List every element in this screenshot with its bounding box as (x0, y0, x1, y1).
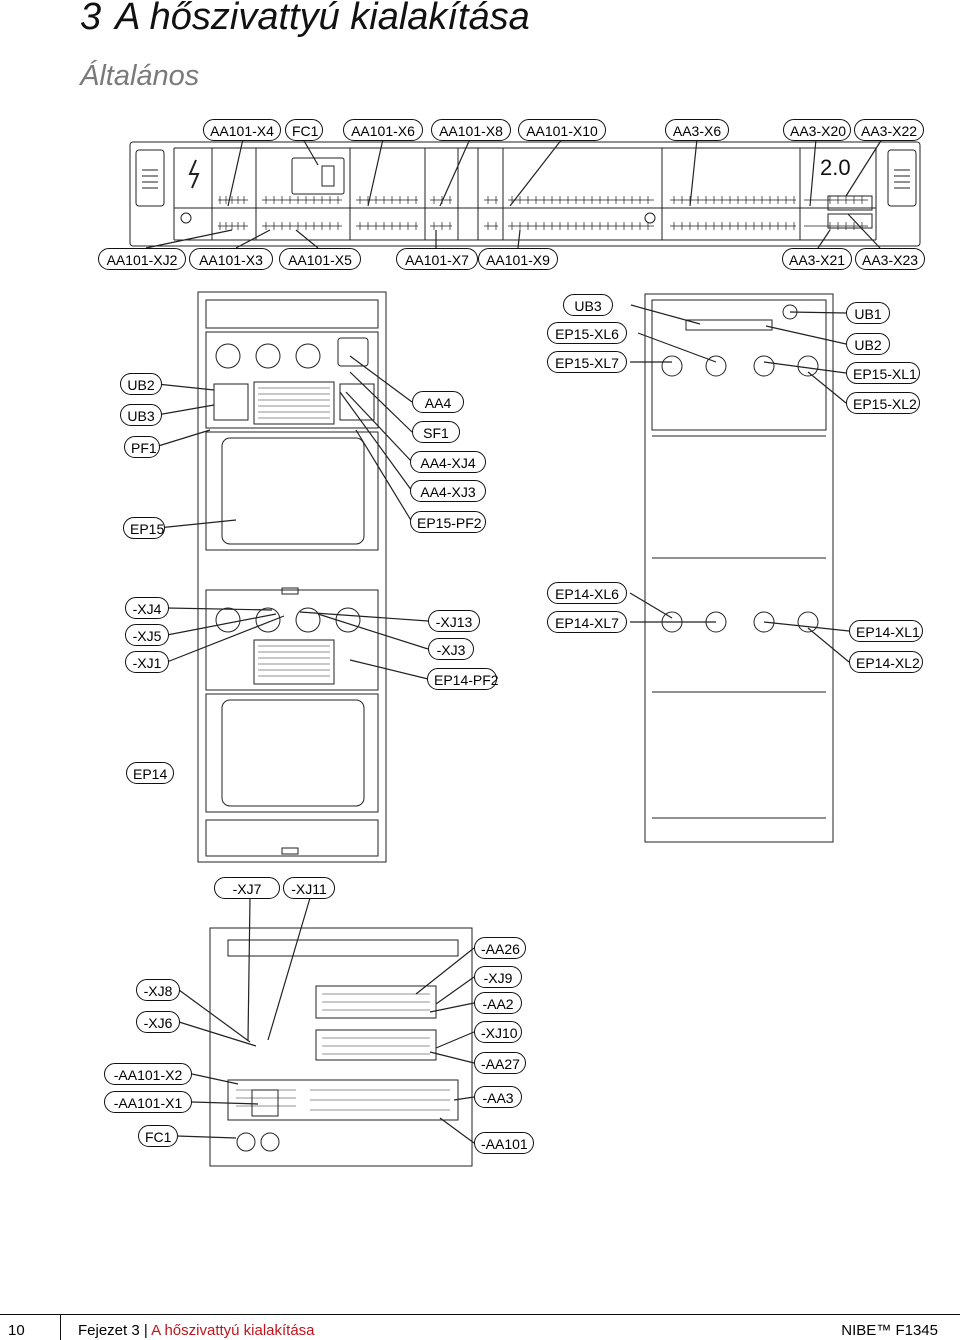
label-aa3-x22: AA3-X22 (854, 119, 924, 141)
label-xj4: -XJ4 (125, 597, 169, 619)
label-aa3-x23: AA3-X23 (855, 248, 925, 270)
front-cabinet (197, 291, 387, 863)
label-ep15-xl1: EP15-XL1 (846, 362, 920, 384)
label-xj11: -XJ11 (283, 877, 335, 899)
footer-brand: NIBE™ F1345 (841, 1322, 938, 1339)
back-cabinet (644, 293, 834, 843)
label-pf1: PF1 (124, 436, 160, 458)
label-xj6: -XJ6 (136, 1011, 180, 1033)
board-aa27 (315, 1029, 437, 1061)
electrical-box (209, 927, 473, 1167)
technical-drawing: 2.0 (129, 138, 921, 1167)
footer-chapter-title: A hőszivattyú kialakítása (151, 1322, 315, 1339)
label-aa101-xj2: AA101-XJ2 (98, 248, 186, 270)
label-ep15-pf2: EP15-PF2 (410, 511, 486, 533)
label-fc1-electrical: FC1 (138, 1125, 178, 1147)
label-aa101-x10: AA101-X10 (518, 119, 606, 141)
label-aa4: AA4 (412, 391, 464, 413)
label-ep14-xl2: EP14-XL2 (849, 651, 923, 673)
label-xj5: -XJ5 (125, 624, 169, 646)
label-sf1: SF1 (412, 421, 460, 443)
label-aa101-x8: AA101-X8 (431, 119, 511, 141)
label-aa101-x7: AA101-X7 (396, 248, 478, 270)
label-aa101-x5: AA101-X5 (279, 248, 361, 270)
chapter-number: 3 (80, 0, 102, 38)
board-aa26 (315, 985, 437, 1019)
label-aa26: -AA26 (474, 937, 526, 959)
label-aa101: -AA101 (474, 1132, 534, 1154)
page-footer: 10 Fejezet 3 | A hőszivattyú kialakítása… (0, 1314, 960, 1340)
label-xj9: -XJ9 (474, 966, 522, 988)
footer-chapter-prefix: Fejezet 3 | (78, 1322, 148, 1339)
label-aa3-x21: AA3-X21 (782, 248, 852, 270)
label-ub3-front: UB3 (120, 404, 162, 426)
label-ub3-back: UB3 (563, 294, 613, 316)
label-aa3-x6: AA3-X6 (665, 119, 729, 141)
section-subtitle: Általános (80, 60, 200, 92)
label-ub2-front: UB2 (120, 373, 162, 395)
label-xj1: -XJ1 (125, 651, 169, 673)
label-ep15-xl6: EP15-XL6 (547, 322, 627, 344)
label-aa4-xj3: AA4-XJ3 (410, 480, 486, 502)
label-xj3: -XJ3 (428, 638, 474, 660)
label-ub1: UB1 (846, 302, 890, 324)
label-aa4-xj4: AA4-XJ4 (410, 451, 486, 473)
footer-chapter: Fejezet 3 | A hőszivattyú kialakítása (78, 1322, 315, 1339)
chapter-title: A hőszivattyú kialakítása (115, 0, 530, 38)
label-aa101-x1: -AA101-X1 (104, 1091, 192, 1113)
label-ep14-xl6: EP14-XL6 (547, 582, 627, 604)
label-xj13: -XJ13 (428, 610, 480, 632)
label-ep15: EP15 (123, 517, 165, 539)
terminal-panel (129, 141, 921, 247)
label-ep14-xl7: EP14-XL7 (547, 611, 627, 633)
footer-rule (0, 1314, 960, 1316)
label-fc1: FC1 (285, 119, 323, 141)
page-number: 10 (8, 1322, 25, 1339)
footer-divider (60, 1314, 62, 1340)
label-aa101-x6: AA101-X6 (343, 119, 423, 141)
label-ep15-xl2: EP15-XL2 (846, 392, 920, 414)
label-xj10: -XJ10 (474, 1021, 522, 1043)
label-xj8: -XJ8 (136, 979, 180, 1001)
label-ep14: EP14 (126, 762, 174, 784)
page-title: 3 A hőszivattyú kialakítása (80, 0, 530, 39)
label-ep14-pf2: EP14-PF2 (427, 668, 499, 690)
panel-version: 2.0 (820, 155, 851, 180)
label-ep14-xl1: EP14-XL1 (849, 620, 923, 642)
label-aa2: -AA2 (474, 992, 522, 1014)
label-aa27: -AA27 (474, 1052, 526, 1074)
label-aa101-x3: AA101-X3 (189, 248, 273, 270)
label-aa101-x2: -AA101-X2 (104, 1063, 192, 1085)
label-xj7: -XJ7 (214, 877, 280, 899)
label-aa101-x9: AA101-X9 (478, 248, 558, 270)
label-aa101-x4: AA101-X4 (203, 119, 281, 141)
label-aa3-x20: AA3-X20 (783, 119, 851, 141)
label-ep15-xl7: EP15-XL7 (547, 351, 627, 373)
label-aa3: -AA3 (474, 1086, 522, 1108)
label-ub2-back: UB2 (846, 333, 890, 355)
